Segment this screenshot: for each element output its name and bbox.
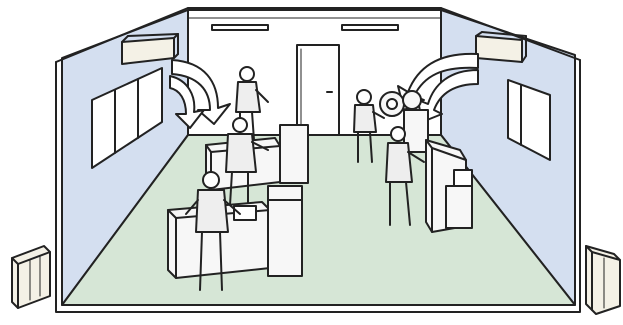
ceiling-light-icon — [342, 25, 398, 30]
door-icon — [297, 45, 339, 135]
ceiling-light-icon — [212, 25, 268, 30]
ac-outdoor-unit-icon — [586, 246, 620, 314]
ac-outdoor-unit-icon — [12, 246, 50, 308]
